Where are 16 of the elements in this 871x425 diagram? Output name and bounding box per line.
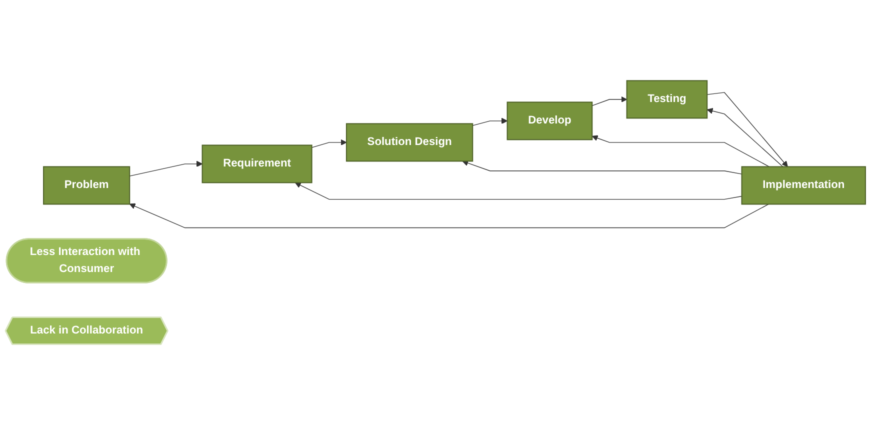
arrow bbox=[706, 108, 784, 168]
node-box: Solution Design bbox=[346, 123, 474, 162]
arrow bbox=[472, 118, 508, 126]
arrow bbox=[592, 135, 770, 168]
arrow bbox=[706, 92, 788, 167]
node-box: Problem bbox=[43, 166, 130, 205]
arrow bbox=[311, 139, 347, 148]
arrow bbox=[462, 160, 742, 174]
arrow bbox=[294, 182, 742, 200]
arrow bbox=[129, 160, 203, 176]
node-box: Testing bbox=[626, 80, 708, 119]
node-box: Implementation bbox=[741, 166, 866, 205]
node-box: Develop bbox=[506, 102, 593, 140]
node-box: Requirement bbox=[202, 144, 312, 184]
arrow bbox=[129, 203, 769, 228]
arrow bbox=[592, 96, 628, 106]
